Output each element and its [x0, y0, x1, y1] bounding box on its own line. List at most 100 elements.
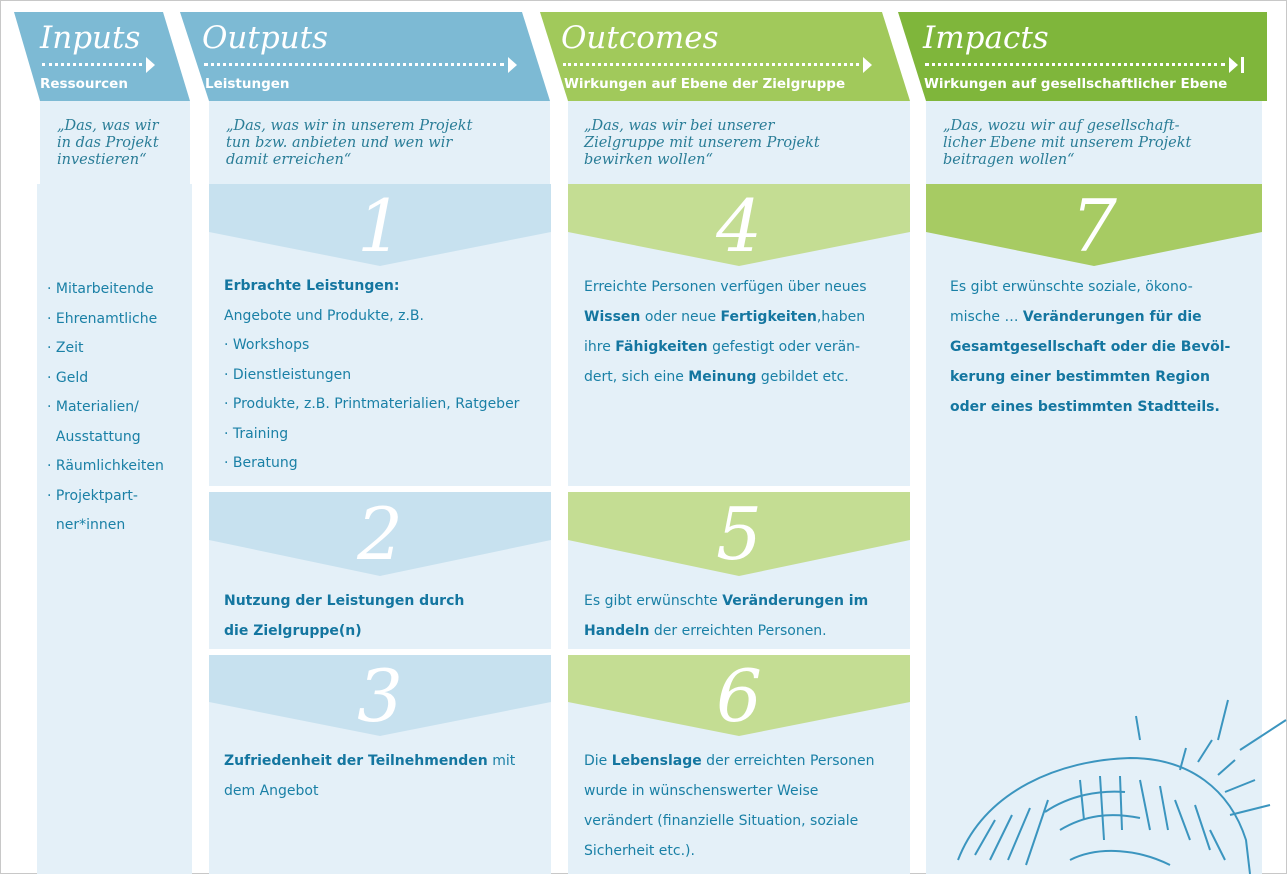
list-item: · Mitarbeitende	[47, 281, 154, 297]
step-6-bold: Lebenslage	[611, 753, 702, 769]
outcomes-header-bg	[540, 12, 910, 101]
step-7-bold: Gesamtgesellschaft oder die Bevöl-	[950, 339, 1231, 355]
outputs-quote-band	[209, 101, 550, 184]
inputs-arrowhead-icon	[146, 57, 155, 73]
outcomes-quote-line: „Das, was wir bei unserer	[584, 118, 775, 134]
impacts-subtitle: Wirkungen auf gesellschaftlicher Ebene	[924, 76, 1228, 92]
step-number-6: 6	[716, 654, 762, 738]
step-4-bold: Fähigkeiten	[615, 339, 708, 355]
step-4-span: ,haben	[816, 309, 866, 325]
inputs-panel	[37, 184, 192, 874]
chevron-band-5	[568, 492, 910, 576]
outputs-arrowhead-icon	[508, 57, 517, 73]
outputs-title: Outputs	[202, 20, 329, 56]
chevron-band-3	[209, 655, 551, 736]
list-item: · Dienstleistungen	[224, 366, 352, 383]
impacts-panel-7	[926, 184, 1262, 874]
step-5-span: der erreichten Personen.	[649, 623, 827, 639]
impacts-arrowhead-icon	[1229, 57, 1238, 73]
step-number-7: 7	[1071, 184, 1117, 268]
impacts-header-bg	[898, 12, 1267, 101]
step-6-span: Die	[584, 753, 612, 769]
outputs-dotted-arrow	[204, 63, 504, 66]
impacts-dotted-arrow	[925, 63, 1225, 66]
outcomes-title: Outcomes	[561, 20, 719, 56]
step-2-line: die Zielgruppe(n)	[224, 623, 362, 639]
outcomes-quote: „Das, was wir bei unserer Zielgruppe mit…	[584, 118, 820, 169]
outputs-subtitle: Leistungen	[205, 76, 290, 92]
inputs-title: Inputs	[40, 20, 141, 56]
step-number-1: 1	[357, 184, 403, 268]
step-number-4: 4	[716, 184, 762, 268]
impacts-quote-line: „Das, wozu wir auf gesellschaft-	[943, 118, 1180, 134]
inputs-quote-line: „Das, was wir	[57, 118, 159, 134]
step-5-bold: Veränderungen im	[722, 593, 869, 609]
step-number-5: 5	[716, 492, 762, 576]
outcomes-subtitle: Wirkungen auf Ebene der Zielgruppe	[564, 76, 846, 92]
outputs-quote: „Das, was wir in unserem Projekt tun bzw…	[226, 118, 472, 169]
step-4-span: ihre	[584, 339, 616, 355]
step-7-bold: Veränderungen für die	[1022, 309, 1202, 325]
list-item: · Geld	[47, 369, 89, 386]
impacts-title: Impacts	[923, 20, 1049, 56]
impacts-quote: „Das, wozu wir auf gesellschaft- licher …	[943, 118, 1191, 169]
outcomes-quote-band	[568, 101, 910, 184]
step-4-bold: Fertigkeiten	[720, 309, 817, 325]
chevron-band-4	[568, 184, 910, 266]
outputs-quote-line: damit erreichen“	[226, 152, 352, 168]
list-item: · Materialien/	[47, 399, 139, 415]
outcomes-quote-line: Zielgruppe mit unserem Projekt	[584, 135, 820, 151]
globe-sketch	[957, 699, 1287, 874]
inputs-resource-list: · Mitarbeitende · Ehrenamtliche · Zeit ·…	[47, 275, 164, 541]
inputs-subtitle: Ressourcen	[40, 76, 128, 92]
step-3-rest: mit	[487, 753, 516, 769]
list-item: · Training	[224, 425, 289, 442]
impacts-quote-line: licher Ebene mit unserem Projekt	[943, 135, 1192, 151]
list-item: · Räumlichkeiten	[47, 458, 164, 474]
inputs-dotted-arrow	[42, 63, 142, 66]
step-7-bold: oder eines bestimmten Stadtteils.	[950, 399, 1220, 415]
impacts-end-bar-icon	[1241, 57, 1244, 73]
step-4-bold: Meinung	[688, 369, 757, 385]
chevron-band-1	[209, 184, 551, 266]
step-5-text: Es gibt erwünschte Veränderungen im Hand…	[584, 586, 868, 646]
step-7-bold: kerung einer bestimmten Region	[950, 369, 1210, 385]
outcomes-arrowhead-icon	[863, 57, 872, 73]
inputs-header-bg	[14, 12, 190, 101]
list-item: · Ehrenamtliche	[47, 310, 158, 327]
list-item: ner*innen	[47, 517, 126, 533]
step-5-span: Es gibt erwünschte	[584, 593, 723, 609]
step-4-span: dert, sich eine	[584, 369, 689, 385]
step-7-line: Es gibt erwünschte soziale, ökono-	[950, 279, 1193, 295]
step-3-line: dem Angebot	[224, 783, 319, 799]
step-7-span: mische …	[950, 309, 1023, 325]
step-4-text: Erreichte Personen verfügen über neues W…	[584, 272, 867, 392]
step-3-text: Zufriedenheit der Teilnehmenden mit dem …	[224, 746, 515, 806]
step-4-span: oder neue	[640, 309, 721, 325]
inputs-quote-band	[40, 101, 190, 184]
list-item: · Workshops	[224, 337, 310, 353]
step-4-span: gebildet etc.	[756, 369, 849, 385]
impacts-quote-band	[926, 101, 1262, 184]
step-2-line: Nutzung der Leistungen durch	[224, 593, 465, 609]
step-1-text: Erbrachte Leistungen: Angebote und Produ…	[224, 272, 519, 479]
list-item: · Produkte, z.B. Printmaterialien, Ratge…	[224, 396, 520, 412]
outputs-quote-line: tun bzw. anbieten und wen wir	[226, 135, 453, 151]
list-item: Ausstattung	[47, 428, 141, 445]
step-7-text: Es gibt erwünschte soziale, ökono- misch…	[950, 272, 1230, 422]
list-item: · Beratung	[224, 455, 298, 471]
outputs-quote-line: „Das, was wir in unserem Projekt	[226, 118, 473, 134]
step-4-span: gefestigt oder verän-	[707, 339, 861, 355]
inputs-quote-line: in das Projekt	[57, 135, 159, 151]
impacts-quote-line: beitragen wollen“	[943, 152, 1075, 168]
step-6-line: verändert (finanzielle Situation, sozial…	[584, 813, 859, 829]
step-number-2: 2	[357, 492, 403, 576]
chevron-band-7	[926, 184, 1262, 266]
step-1-heading: Erbrachte Leistungen:	[224, 278, 400, 294]
step-6-text: Die Lebenslage der erreichten Personen w…	[584, 746, 875, 866]
outcomes-quote-line: bewirken wollen“	[584, 152, 713, 168]
inputs-quote: „Das, was wir in das Projekt investieren…	[57, 118, 159, 169]
step-6-span: der erreichten Personen	[701, 753, 875, 769]
list-item: · Projektpart-	[47, 487, 138, 504]
